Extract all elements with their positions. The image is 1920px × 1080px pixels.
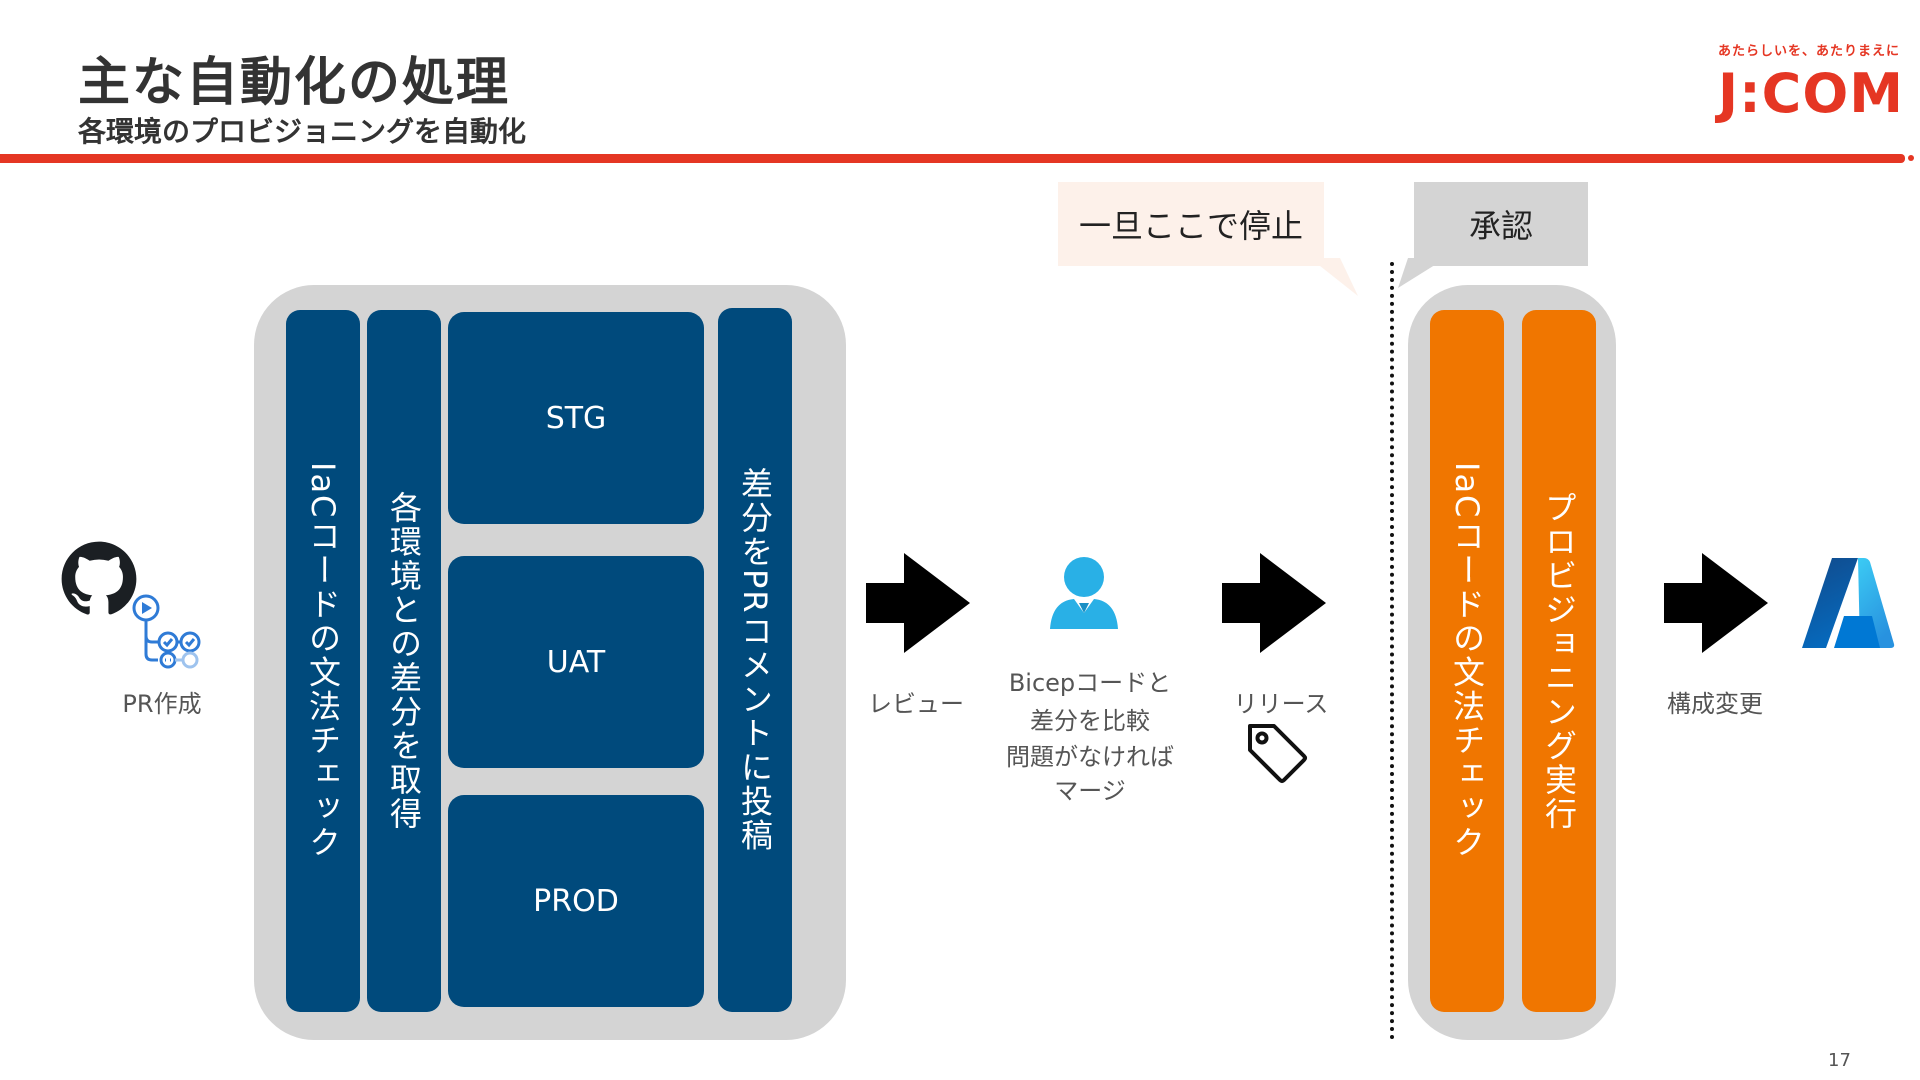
page-number: 17 [1828,1050,1851,1071]
approval-callout: 承認 [1414,182,1588,266]
header-divider [0,154,1905,163]
deploy-syntax-check-label: IaCコードの文法チェック [1448,462,1486,860]
approval-gate-line [1390,262,1394,1040]
github-icon [61,541,137,615]
review-label: レビュー [868,690,964,718]
header-divider-dot [1908,155,1914,161]
pr-comment-label: 差分をPRコメントに投稿 [736,467,774,853]
azure-icon [1802,558,1895,648]
review-desc-line: 差分を比較 [1030,707,1150,735]
approval-callout-text: 承認 [1468,207,1533,245]
stop-callout-text: 一旦ここで停止 [1078,207,1303,245]
review-description: Bicepコードと 差分を比較 問題がなければ マージ [990,664,1190,808]
env-uat-box: UAT [448,556,704,768]
review-desc-line: Bicepコードと [1008,669,1172,697]
page-subtitle: 各環境のプロビジョニングを自動化 [78,115,527,148]
review-desc-line: 問題がなければ [1006,743,1174,771]
page-title: 主な自動化の処理 [78,53,511,113]
config-change-label: 構成変更 [1667,690,1763,718]
pr-create-label: PR作成 [122,690,202,718]
provisioning-bar: プロビジョニング実行 [1522,310,1596,1012]
release-label: リリース [1233,690,1329,718]
pr-comment-bar: 差分をPRコメントに投稿 [718,308,792,1012]
diff-fetch-bar: 各環境との差分を取得 [367,310,441,1012]
stop-callout: 一旦ここで停止 [1058,182,1324,266]
env-uat-label: UAT [546,644,606,680]
logo-tagline: あたらしいを、あたりまえに [1718,44,1901,59]
env-stg-box: STG [448,312,704,524]
provisioning-label: プロビジョニング実行 [1540,491,1578,831]
arrow-right-icon [1222,553,1326,653]
env-stg-label: STG [545,400,607,436]
diff-fetch-label: 各環境との差分を取得 [385,491,423,831]
syntax-check-label: IaCコードの文法チェック [304,462,342,860]
arrow-right-icon [1664,553,1768,653]
env-prod-label: PROD [533,883,619,919]
deploy-syntax-check-bar: IaCコードの文法チェック [1430,310,1504,1012]
syntax-check-bar: IaCコードの文法チェック [286,310,360,1012]
github-actions-icon [132,594,201,669]
tag-icon [1248,724,1307,783]
stop-callout-tail [1310,258,1358,296]
jcom-logo: J:COM [1718,62,1904,125]
arrow-right-icon [866,553,970,653]
env-prod-box: PROD [448,795,704,1007]
user-icon [1050,557,1118,629]
review-desc-line: マージ [1054,777,1126,805]
